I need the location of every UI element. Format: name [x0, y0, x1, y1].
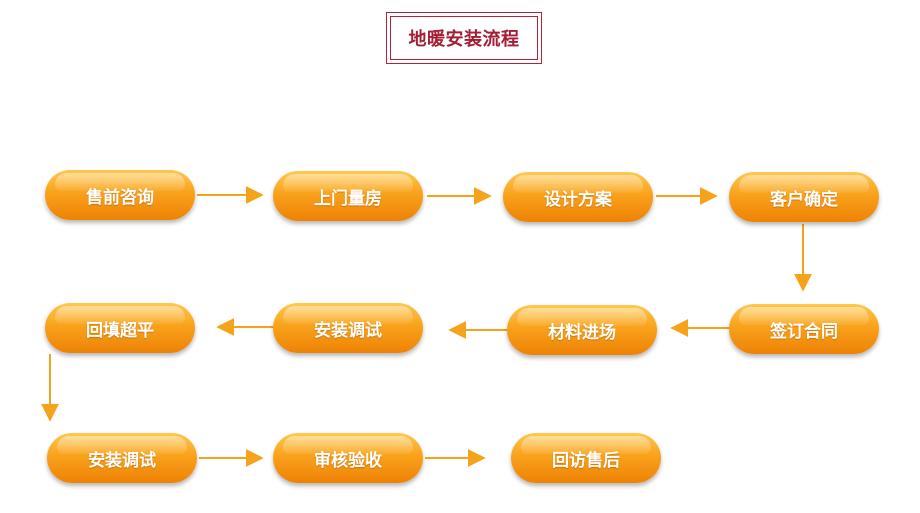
step-design-plan: 设计方案 — [503, 172, 653, 222]
step-label: 材料进场 — [548, 322, 616, 343]
diagram-title-frame: 地暖安装流程 — [386, 12, 542, 64]
diagram-title: 地暖安装流程 — [408, 29, 520, 50]
step-installation-testing: 安装调试 — [273, 303, 423, 353]
step-label: 设计方案 — [544, 189, 612, 210]
step-label: 回填超平 — [86, 320, 154, 341]
step-label: 安装调试 — [314, 320, 382, 341]
step-sign-contract: 签订合同 — [729, 304, 879, 354]
step-label: 安装调试 — [88, 450, 156, 471]
step-label: 客户确定 — [770, 189, 838, 210]
step-backfill-leveling: 回填超平 — [45, 303, 195, 353]
diagram-title-inner-frame: 地暖安装流程 — [390, 16, 538, 60]
step-label: 签订合同 — [770, 321, 838, 342]
step-inspection-acceptance: 审核验收 — [273, 433, 423, 483]
step-label: 回访售后 — [552, 450, 620, 471]
step-onsite-measurement: 上门量房 — [273, 171, 423, 221]
step-materials-arrival: 材料进场 — [507, 305, 657, 355]
step-after-sales-followup: 回访售后 — [511, 433, 661, 483]
step-customer-confirmation: 客户确定 — [729, 172, 879, 222]
step-installation-testing-2: 安装调试 — [47, 433, 197, 483]
step-label: 上门量房 — [314, 188, 382, 209]
step-label: 审核验收 — [314, 450, 382, 471]
step-label: 售前咨询 — [86, 187, 154, 208]
step-presales-consultation: 售前咨询 — [45, 170, 195, 220]
